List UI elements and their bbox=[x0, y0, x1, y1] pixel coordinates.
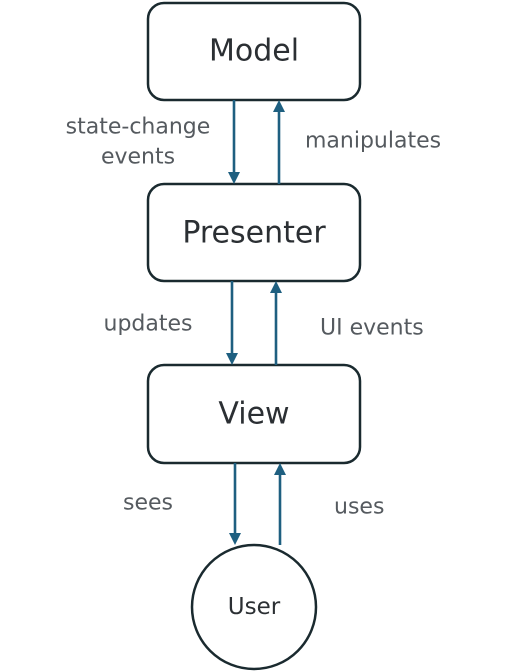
view-node: View bbox=[146, 363, 362, 465]
edge-label-events: events bbox=[101, 145, 175, 170]
arrow-presenter-to-model bbox=[273, 100, 285, 184]
arrow-user-to-view bbox=[274, 463, 286, 545]
model-node: Model bbox=[146, 1, 362, 102]
arrow-view-to-user bbox=[229, 463, 241, 545]
user-label: User bbox=[228, 594, 281, 620]
edge-label-uses: uses bbox=[334, 495, 384, 520]
arrow-presenter-to-view bbox=[226, 281, 238, 365]
edge-label-ui-events: UI events bbox=[320, 316, 424, 341]
presenter-label: Presenter bbox=[182, 216, 326, 251]
model-label: Model bbox=[209, 34, 299, 69]
edge-label-sees: sees bbox=[123, 491, 173, 516]
view-label: View bbox=[218, 397, 289, 432]
presenter-node: Presenter bbox=[146, 182, 362, 283]
arrow-model-to-presenter bbox=[228, 100, 240, 184]
edge-label-manipulates: manipulates bbox=[305, 129, 441, 154]
user-node: User bbox=[190, 543, 318, 671]
edge-label-updates: updates bbox=[104, 312, 193, 337]
arrow-view-to-presenter bbox=[270, 281, 282, 365]
edge-label-state-change: state-change bbox=[66, 115, 211, 140]
